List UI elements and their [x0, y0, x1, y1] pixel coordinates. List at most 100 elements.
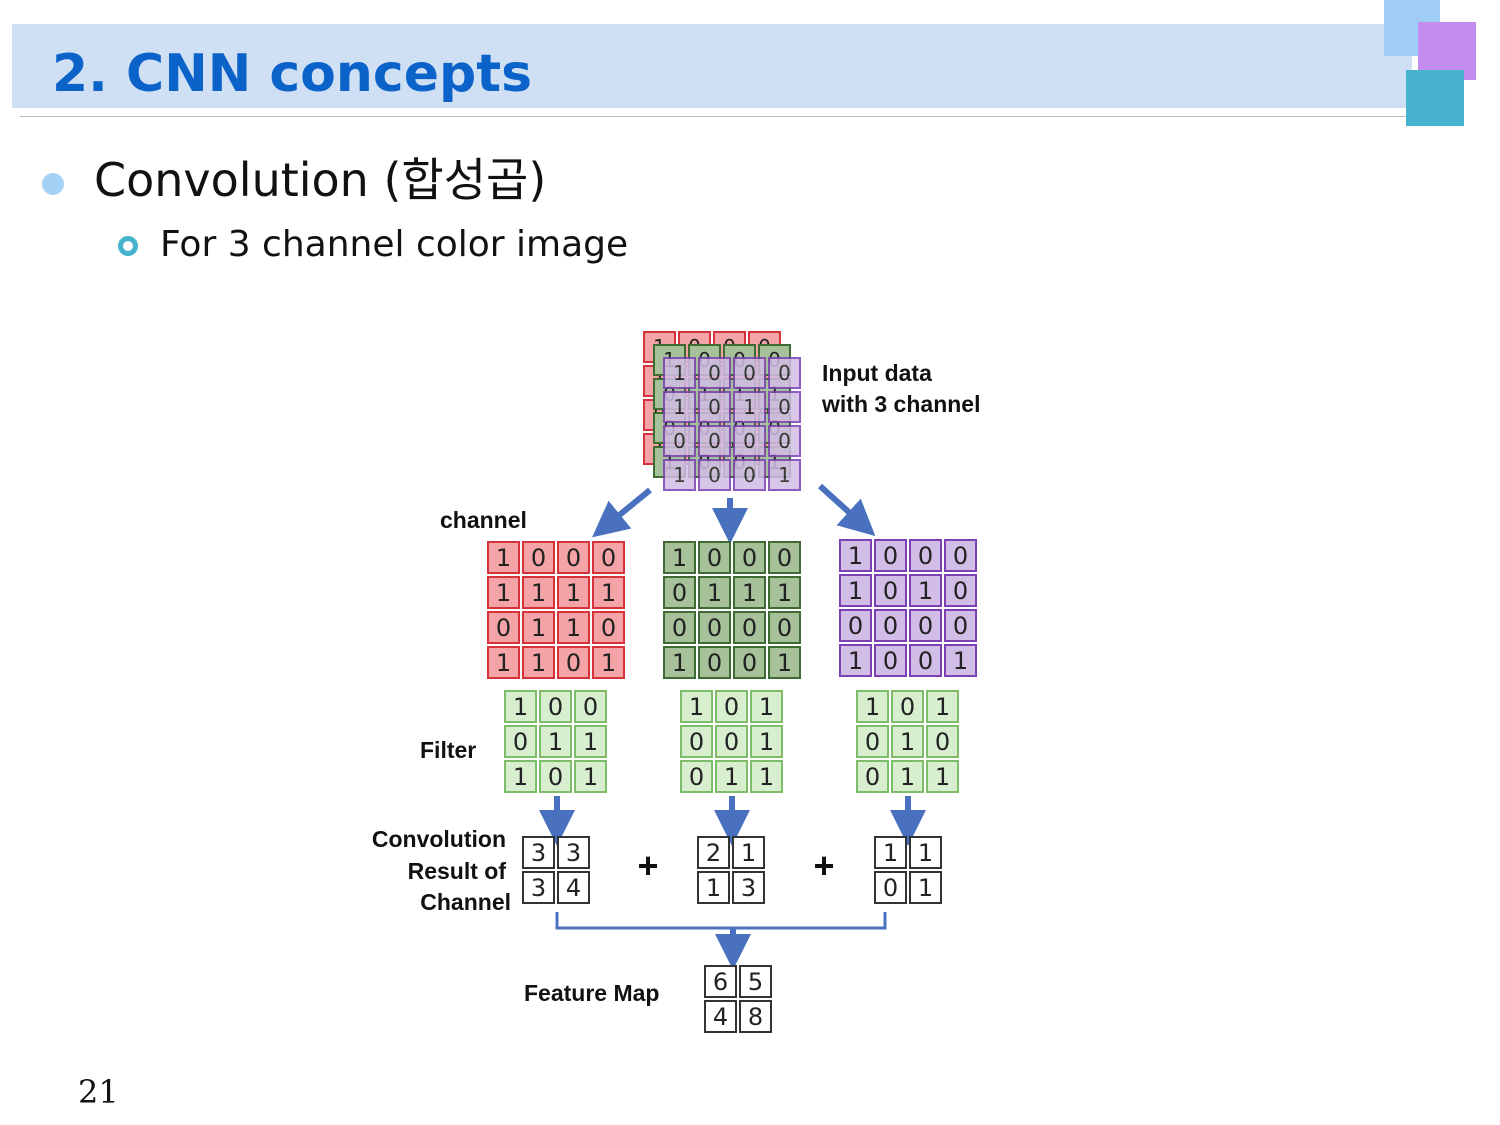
input-layer-purple-cell: [768, 357, 801, 389]
filter-grid-1-value: 0: [583, 693, 598, 721]
input-layer-purple-cell: [768, 425, 801, 457]
feature-map-cell: [739, 965, 772, 998]
input-data-stack: 1000111101101101100001110000100110001010…: [643, 331, 801, 491]
filter-grid-2-cell: [715, 690, 748, 723]
filter-grid-1-cell: [504, 725, 537, 758]
title-underline: [20, 116, 1410, 117]
arrow-to-red-channel: [592, 487, 652, 538]
result-grid-2-cell: [697, 871, 730, 904]
result-grid-3-value: 1: [918, 874, 933, 902]
input-layer-purple-cell: [663, 425, 696, 457]
channel-grid-green-cell: [733, 611, 766, 644]
channel-grid-green-cell: [733, 646, 766, 679]
filter-grid-1-cell: [504, 690, 537, 723]
channel-grid-red-cell: [592, 576, 625, 609]
filter-grid-1-value: 1: [583, 728, 598, 756]
channel-grid-green-cell: [733, 576, 766, 609]
channel-grid-purple-value: 0: [883, 647, 898, 675]
filter-grid-3-cell: [856, 690, 889, 723]
filter-grid-3-cell: [926, 725, 959, 758]
channel-grid-purple-cell: [874, 644, 907, 677]
channel-grid-green-value: 0: [672, 614, 687, 642]
channel-grid-purple-cell: [909, 609, 942, 642]
channel-label: channel: [440, 507, 527, 533]
channel-grid-red-cell: [487, 541, 520, 574]
input-layer-purple-value: 0: [708, 361, 721, 385]
channel-grid-red-value: 0: [601, 544, 616, 572]
result-grid-1-cell: [557, 836, 590, 869]
channel-grid-green-value: 1: [777, 579, 792, 607]
input-layer-purple-value: 0: [708, 429, 721, 453]
filter-grid-3-cell: [891, 760, 924, 793]
filter-grid-3-cell: [891, 690, 924, 723]
channel-grid-green-cell: [698, 541, 731, 574]
feature-map-cell: [704, 965, 737, 998]
channel-grid-purple-value: 0: [848, 612, 863, 640]
result-grid-3-cell: [909, 836, 942, 869]
filter-grid-2-value: 1: [689, 693, 704, 721]
decor-square-teal: [1406, 70, 1464, 126]
channel-grid-green-value: 0: [777, 544, 792, 572]
channel-grid-green-value: 0: [707, 649, 722, 677]
filter-grid-1-value: 1: [513, 763, 528, 791]
input-layer-purple-value: 0: [708, 395, 721, 419]
input-layer-purple-cell: [768, 459, 801, 491]
filter-grid-1-value: 0: [548, 763, 563, 791]
filter-grid-1-cell: [539, 690, 572, 723]
result-grid-1-cell: [522, 836, 555, 869]
channel-grid-red-value: 1: [531, 649, 546, 677]
channel-grid-purple-cell: [944, 539, 977, 572]
channel-grid-purple-cell: [944, 574, 977, 607]
input-layer-purple-cell: [663, 459, 696, 491]
filter-grid-3-cell: [891, 725, 924, 758]
filter-grid-2-value: 0: [724, 693, 739, 721]
channel-grid-green-value: 1: [742, 579, 757, 607]
channel-grid-green-value: 0: [672, 579, 687, 607]
channel-grid-red-cell: [557, 646, 590, 679]
filter-grid-3-value: 0: [865, 763, 880, 791]
filter-grid-2-value: 1: [724, 763, 739, 791]
plus-sign-1: +: [637, 845, 658, 886]
input-layer-purple-value: 1: [743, 395, 756, 419]
channel-grid-purple-value: 0: [918, 612, 933, 640]
channel-grid-purple-value: 0: [953, 577, 968, 605]
conv-label-line1: Convolution: [372, 826, 506, 852]
filter-grid-2-value: 1: [759, 763, 774, 791]
filter-grid-2-cell: [715, 725, 748, 758]
input-layer-purple-cell: [733, 425, 766, 457]
filter-grid-1-value: 1: [583, 763, 598, 791]
filter-grid-1-cell: [539, 760, 572, 793]
input-layer-purple-value: 0: [778, 429, 791, 453]
input-layer-purple-value: 0: [778, 395, 791, 419]
channel-grid-green-cell: [663, 541, 696, 574]
channel-grid-red-value: 1: [566, 579, 581, 607]
feature-map-cell: [704, 1000, 737, 1033]
input-layer-purple-cell: [663, 357, 696, 389]
channel-grid-green-cell: [768, 576, 801, 609]
result-grid-1-value: 4: [566, 874, 581, 902]
channel-grid-red-cell: [487, 611, 520, 644]
input-layer-purple-cell: [698, 425, 731, 457]
channel-grid-green-cell: [733, 541, 766, 574]
filter-grid-1-cell: [504, 760, 537, 793]
title-bar: [12, 24, 1412, 108]
result-grid-1-value: 3: [531, 839, 546, 867]
channel-grid-purple-value: 0: [883, 577, 898, 605]
channel-grid-red-cell: [557, 541, 590, 574]
input-layer-purple-value: 1: [778, 463, 791, 487]
result-grid-1-value: 3: [531, 874, 546, 902]
filter-grid-2-cell: [680, 725, 713, 758]
channel-grid-red-value: 0: [531, 544, 546, 572]
filter-grid-1-value: 0: [513, 728, 528, 756]
channel-grid-green-cell: [663, 646, 696, 679]
channel-grid-purple-value: 0: [953, 542, 968, 570]
input-layer-purple-value: 1: [673, 395, 686, 419]
input-layer-purple-value: 0: [673, 429, 686, 453]
filter-grid-3-cell: [926, 690, 959, 723]
feature-map-value: 8: [748, 1003, 763, 1031]
result-grid-3-value: 1: [883, 839, 898, 867]
